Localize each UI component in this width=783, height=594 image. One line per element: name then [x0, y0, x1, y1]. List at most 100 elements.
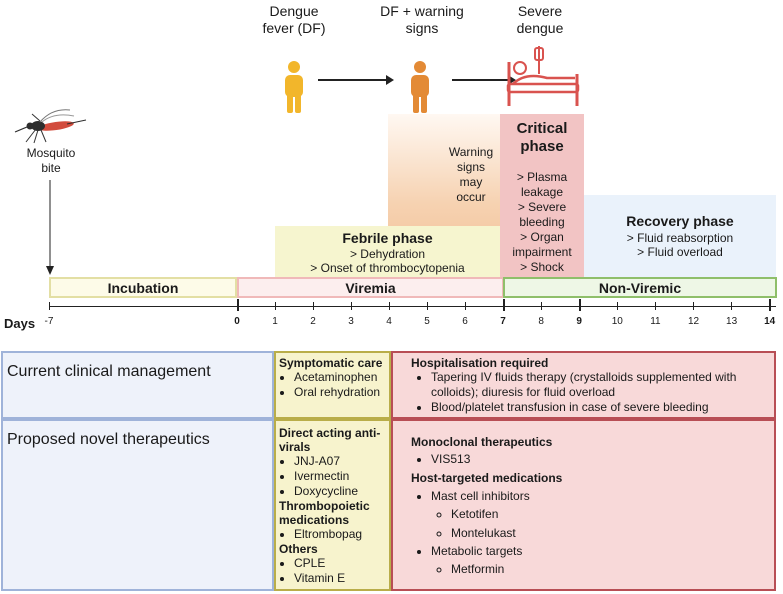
- list-item: Montelukast: [451, 524, 768, 543]
- axis-tick-mark: [464, 302, 466, 310]
- axis-tick-label: 1: [272, 316, 278, 327]
- axis-tick-mark: [236, 299, 239, 311]
- hospitalisation-title: Hospitalisation required: [411, 356, 549, 370]
- axis-tick-mark: [48, 302, 50, 310]
- mosquito-icon: [14, 109, 87, 144]
- list-item: Blood/platelet transfusion in case of se…: [431, 400, 768, 415]
- mast-cell-list: Ketotifen Montelukast: [431, 505, 768, 543]
- recovery-item: > Fluid reabsorption: [626, 231, 734, 245]
- hospitalisation-list: Tapering IV fluids therapy (crystalloids…: [411, 370, 768, 415]
- critical-phase-items: > Plasma leakage > Severe bleeding > Org…: [502, 170, 582, 275]
- list-item: Eltrombopag: [294, 527, 387, 542]
- axis-tick-label: 13: [726, 316, 738, 327]
- stage-df-warning-label: DF + warning signs: [380, 3, 464, 36]
- metabolic-list: Metformin: [431, 560, 768, 579]
- febrile-phase-items: > Dehydration > Onset of thrombocytopeni…: [275, 247, 500, 275]
- recovery-item: > Fluid overload: [637, 245, 723, 259]
- axis-tick-mark: [312, 302, 314, 310]
- axis-tick-label: 5: [424, 316, 430, 327]
- thrombopoietic-title: Thrombopoietic medications: [279, 499, 370, 527]
- critical-item: > Shock: [520, 260, 564, 274]
- monoclonal-list: VIS513: [411, 452, 768, 467]
- stage-severe-label: Severe dengue: [516, 3, 564, 36]
- list-item: CPLE: [294, 556, 387, 571]
- critical-phase-title: Critical phase: [516, 120, 568, 155]
- axis-tick-label: 14: [764, 316, 776, 327]
- symptomatic-care-title: Symptomatic care: [279, 356, 383, 370]
- recovery-phase-box: [584, 195, 776, 277]
- recovery-phase-items: > Fluid reabsorption > Fluid overload: [584, 231, 776, 259]
- daa-title: Direct acting anti-virals: [279, 426, 381, 454]
- list-item: Doxycycline: [294, 484, 387, 499]
- host-targeted-title: Host-targeted medications: [411, 471, 563, 485]
- list-item: Oral rehydration: [294, 385, 387, 400]
- axis-tick-mark: [540, 302, 542, 310]
- incubation-bar: Incubation: [49, 277, 237, 298]
- others-list: CPLE Vitamin E: [279, 556, 387, 586]
- list-item: Tapering IV fluids therapy (crystalloids…: [431, 370, 768, 400]
- metabolic-label: Metabolic targets: [431, 544, 523, 558]
- non-viremic-bar: Non-Viremic: [503, 277, 777, 298]
- viremia-bar: Viremia: [237, 277, 504, 298]
- hospital-bed-icon: [506, 46, 580, 106]
- axis-tick-label: 3: [348, 316, 354, 327]
- axis-tick-label: 8: [538, 316, 544, 327]
- current-label-cell: Current clinical management: [1, 351, 274, 419]
- days-axis-line: [49, 306, 776, 307]
- axis-tick-label: 0: [234, 316, 240, 327]
- symptomatic-list: Acetaminophen Oral rehydration: [279, 370, 387, 400]
- list-item: Ivermectin: [294, 469, 387, 484]
- axis-tick-label: 6: [462, 316, 468, 327]
- list-item: JNJ-A07: [294, 454, 387, 469]
- febrile-phase-box: [275, 226, 500, 277]
- list-item: VIS513: [431, 452, 768, 467]
- mast-cell-label: Mast cell inhibitors: [431, 489, 530, 503]
- list-item: Metabolic targets Metformin: [431, 543, 768, 579]
- recovery-phase-title: Recovery phase: [626, 213, 734, 229]
- daa-list: JNJ-A07 Ivermectin Doxycycline: [279, 454, 387, 499]
- viremia-label: Viremia: [345, 279, 396, 296]
- list-item: Ketotifen: [451, 505, 768, 524]
- axis-tick-label: 9: [576, 316, 582, 327]
- febrile-item: > Onset of thrombocytopenia: [310, 261, 465, 275]
- critical-item: > Plasma leakage: [516, 170, 568, 199]
- monoclonal-title: Monoclonal therapeutics: [411, 435, 553, 449]
- proposed-yellow-cell: Direct acting anti-virals JNJ-A07 Iverme…: [274, 419, 391, 591]
- current-management-label: Current clinical management: [7, 363, 211, 380]
- host-targeted-list: Mast cell inhibitors Ketotifen Monteluka…: [411, 488, 768, 579]
- critical-phase-box: [500, 114, 584, 277]
- axis-tick-mark: [426, 302, 428, 310]
- proposed-therapeutics-label: Proposed novel therapeutics: [7, 431, 210, 448]
- axis-tick-mark: [769, 299, 772, 311]
- current-symptomatic-cell: Symptomatic care Acetaminophen Oral rehy…: [274, 351, 391, 419]
- axis-tick-label: -7: [44, 316, 54, 327]
- axis-tick-label: 4: [386, 316, 392, 327]
- list-item: Vitamin E: [294, 571, 387, 586]
- proposed-label-cell: Proposed novel therapeutics: [1, 419, 274, 591]
- axis-tick-mark: [350, 302, 352, 310]
- non-viremic-label: Non-Viremic: [598, 279, 682, 296]
- stage-df-label: Dengue fever (DF): [262, 3, 326, 36]
- axis-tick-label: 10: [611, 316, 623, 327]
- mosquito-arrow-down-icon: [46, 180, 54, 275]
- list-item: Acetaminophen: [294, 370, 387, 385]
- febrile-item: > Dehydration: [349, 247, 426, 261]
- person-orange-icon: [411, 61, 429, 113]
- days-label: Days: [4, 316, 36, 331]
- axis-tick-mark: [731, 302, 733, 310]
- axis-tick-mark: [274, 302, 276, 310]
- person-yellow-icon: [285, 61, 303, 113]
- critical-item: > Organ impairment: [512, 230, 572, 259]
- others-title: Others: [279, 542, 318, 556]
- axis-tick-mark: [502, 299, 505, 311]
- list-item: Mast cell inhibitors Ketotifen Monteluka…: [431, 488, 768, 543]
- axis-tick-mark: [388, 302, 390, 310]
- current-hospitalisation-cell: Hospitalisation required Tapering IV flu…: [391, 351, 776, 419]
- axis-tick-label: 11: [650, 316, 661, 327]
- axis-tick-mark: [578, 299, 581, 311]
- axis-tick-mark: [693, 302, 694, 310]
- proposed-red-cell: Monoclonal therapeutics VIS513 Host-targ…: [391, 419, 776, 591]
- warning-signs-label: Warning signs may occur: [448, 145, 494, 204]
- axis-tick-mark: [654, 302, 656, 310]
